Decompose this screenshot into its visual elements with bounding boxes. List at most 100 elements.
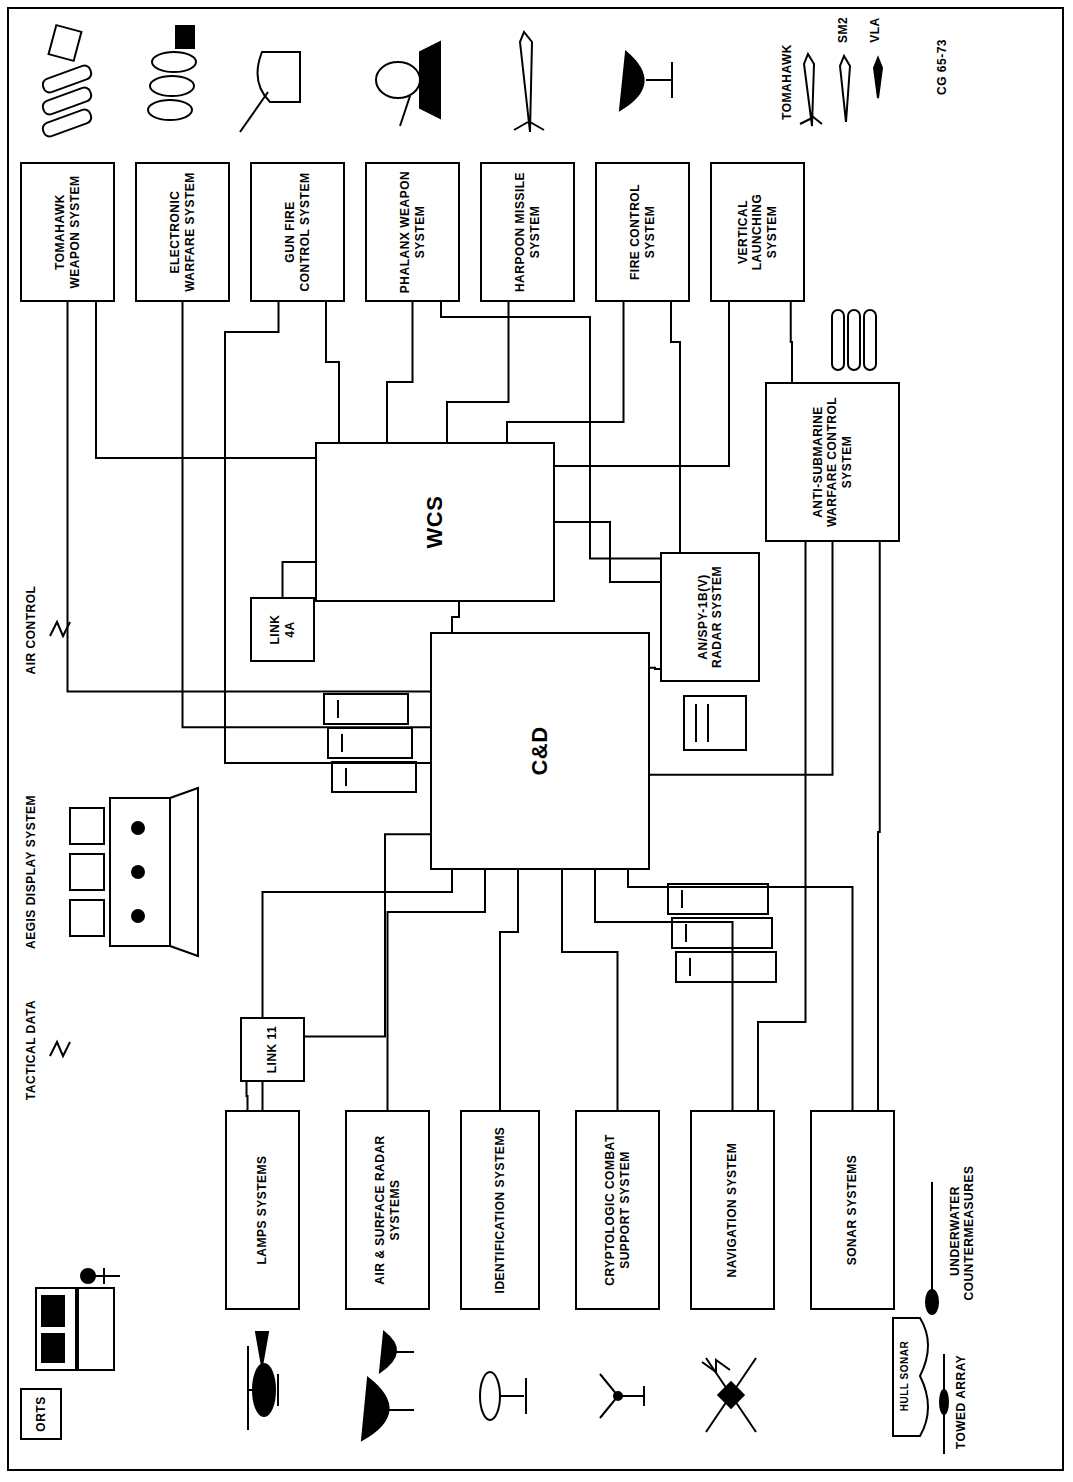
ew-antenna-icon (152, 52, 196, 72)
annotation-label: TOWED ARRAY (954, 1353, 968, 1451)
wcs-computer-icon (328, 728, 412, 758)
identification-antenna-icon (480, 1372, 526, 1420)
annotation-label: AEGIS DISPLAY SYSTEM (24, 793, 38, 951)
torpedo-tube-icon (864, 310, 876, 370)
annotation-wrap: CG 65-73 (935, 22, 949, 112)
system-box: ANTI-SUBMARINE WARFARE CONTROL SYSTEM (765, 382, 900, 542)
fire-control-director-icon (646, 79, 672, 81)
hull-sonar-outline (893, 1318, 928, 1436)
helicopter-icon (248, 1389, 254, 1391)
box-label: LAMPS SYSTEMS (255, 1155, 269, 1264)
annotation-wrap: AIR CONTROL (24, 560, 38, 700)
countermeasure-symbol (926, 1290, 938, 1314)
towed-array-symbol (940, 1354, 948, 1454)
identification-antenna-icon (500, 1395, 524, 1397)
data-connector (650, 668, 660, 669)
wcs-computer-icon (332, 762, 416, 792)
aegis-display-icon (70, 854, 104, 890)
annotation-label: TOMAHAWK (780, 42, 794, 122)
annotation-label: VLA (868, 15, 882, 45)
box-label: IDENTIFICATION SYSTEMS (493, 1127, 507, 1294)
wcs-computer-icon (324, 694, 408, 724)
data-connector (96, 302, 315, 458)
box-label: WCS (422, 496, 448, 549)
annotation-wrap: TOMAHAWK (780, 32, 794, 132)
tomahawk-launcher-icon (41, 86, 93, 116)
annotation-wrap: TACTICAL DATA (24, 980, 38, 1120)
torpedo-tube-icon (832, 310, 844, 370)
cryptologic-antenna-icon (614, 1392, 622, 1400)
data-connector (878, 542, 880, 1110)
system-box: NAVIGATION SYSTEM (690, 1110, 775, 1310)
radio-link-symbol (50, 1042, 70, 1056)
data-connector (628, 870, 853, 1110)
system-box: PHALANX WEAPON SYSTEM (365, 162, 460, 302)
orts-console-icon (42, 1296, 64, 1326)
countermeasure-symbol (931, 1182, 933, 1302)
system-box: AN/SPY-1B(V) RADAR SYSTEM (660, 552, 760, 682)
wcs-computer-icon (324, 694, 416, 792)
hull-sonar-outline (893, 1318, 928, 1436)
phalanx-icon (376, 42, 440, 126)
identification-antenna-icon (525, 1378, 527, 1414)
annotation-label: UNDERWATER COUNTERMEASURES (948, 1164, 976, 1301)
data-connector (452, 602, 459, 632)
harpoon-missile-icon (514, 122, 544, 130)
system-box: C&D (430, 632, 650, 870)
annotation-wrap: HULL SONAR (899, 1322, 911, 1430)
radar-dish-icon (388, 1409, 414, 1411)
fire-control-director-icon (671, 62, 673, 98)
system-box: GUN FIRE CONTROL SYSTEM (250, 162, 345, 302)
countermeasure-symbol (926, 1182, 938, 1314)
ew-antenna-icon (150, 76, 194, 96)
gun-mount-icon (240, 92, 268, 132)
box-label: LINK 11 (265, 1026, 279, 1074)
vls-missiles-icon (840, 56, 850, 122)
aegis-display-icon (132, 866, 144, 878)
orts-console-icon (78, 1288, 114, 1370)
box-label: AIR & SURFACE RADAR SYSTEMS (373, 1118, 402, 1302)
vls-missiles-icon (874, 58, 882, 98)
harpoon-missile-icon (514, 32, 544, 132)
wcs-computer-icon (338, 700, 346, 786)
data-connector (595, 870, 733, 1110)
helicopter-icon (277, 1374, 279, 1406)
helicopter-icon (248, 1332, 278, 1430)
system-box: LINK 4A (250, 597, 315, 662)
annotation-wrap: VLA (868, 10, 882, 50)
ew-antenna-icon (148, 100, 192, 120)
box-label: LINK 4A (268, 605, 297, 654)
phalanx-icon (420, 42, 440, 118)
phalanx-icon (400, 96, 410, 126)
spy-radar-cabinet-icon (684, 696, 746, 750)
data-connector (305, 834, 430, 1036)
radar-dish-icon (362, 1332, 414, 1440)
aegis-display-icon (132, 822, 144, 834)
phalanx-icon (376, 62, 420, 98)
system-box: LAMPS SYSTEMS (225, 1110, 300, 1310)
system-box: FIRE CONTROL SYSTEM (595, 162, 690, 302)
system-box: LINK 11 (240, 1017, 305, 1082)
box-label: NAVIGATION SYSTEM (725, 1143, 739, 1278)
data-connector (500, 870, 518, 1110)
box-label: PHALANX WEAPON SYSTEM (398, 170, 427, 294)
box-label: VERTICAL LAUNCHING SYSTEM (736, 170, 779, 294)
system-box: CRYPTOLOGIC COMBAT SUPPORT SYSTEM (575, 1110, 660, 1310)
system-box: AIR & SURFACE RADAR SYSTEMS (345, 1110, 430, 1310)
cryptologic-antenna-icon (600, 1374, 644, 1418)
spy-radar-cabinet-icon (696, 704, 708, 742)
box-label: ANTI-SUBMARINE WARFARE CONTROL SYSTEM (811, 390, 854, 534)
gun-mount-icon (240, 52, 300, 132)
data-connector (555, 302, 729, 466)
system-box: WCS (315, 442, 555, 602)
fire-control-director-icon (620, 52, 644, 110)
ew-antenna-icon (176, 26, 194, 48)
tomahawk-launcher-icon (41, 108, 93, 138)
data-connector (562, 870, 618, 1110)
data-connector (283, 562, 316, 597)
box-label: ELECTRONIC WARFARE SYSTEM (168, 170, 197, 294)
gun-mount-icon (258, 52, 301, 102)
system-box: SONAR SYSTEMS (810, 1110, 895, 1310)
box-label: SONAR SYSTEMS (845, 1155, 859, 1266)
